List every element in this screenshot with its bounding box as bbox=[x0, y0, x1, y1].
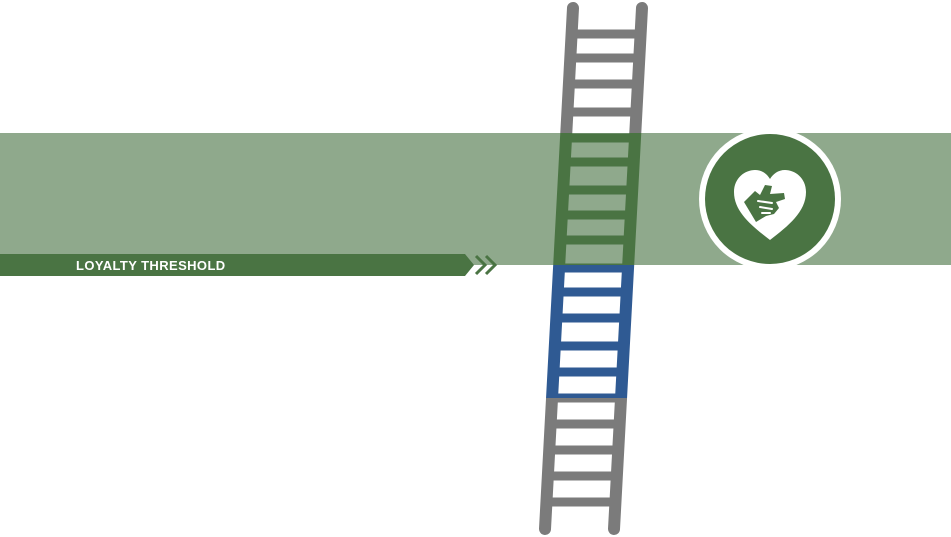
ladder bbox=[545, 8, 642, 529]
heart-hand-icon bbox=[734, 170, 806, 240]
threshold-bar bbox=[0, 254, 474, 276]
double-chevron-icon bbox=[474, 254, 498, 276]
loyalty-emblem bbox=[699, 128, 841, 270]
loyalty-threshold-marker: LOYALTY THRESHOLD bbox=[0, 254, 498, 276]
threshold-label: LOYALTY THRESHOLD bbox=[76, 258, 226, 273]
